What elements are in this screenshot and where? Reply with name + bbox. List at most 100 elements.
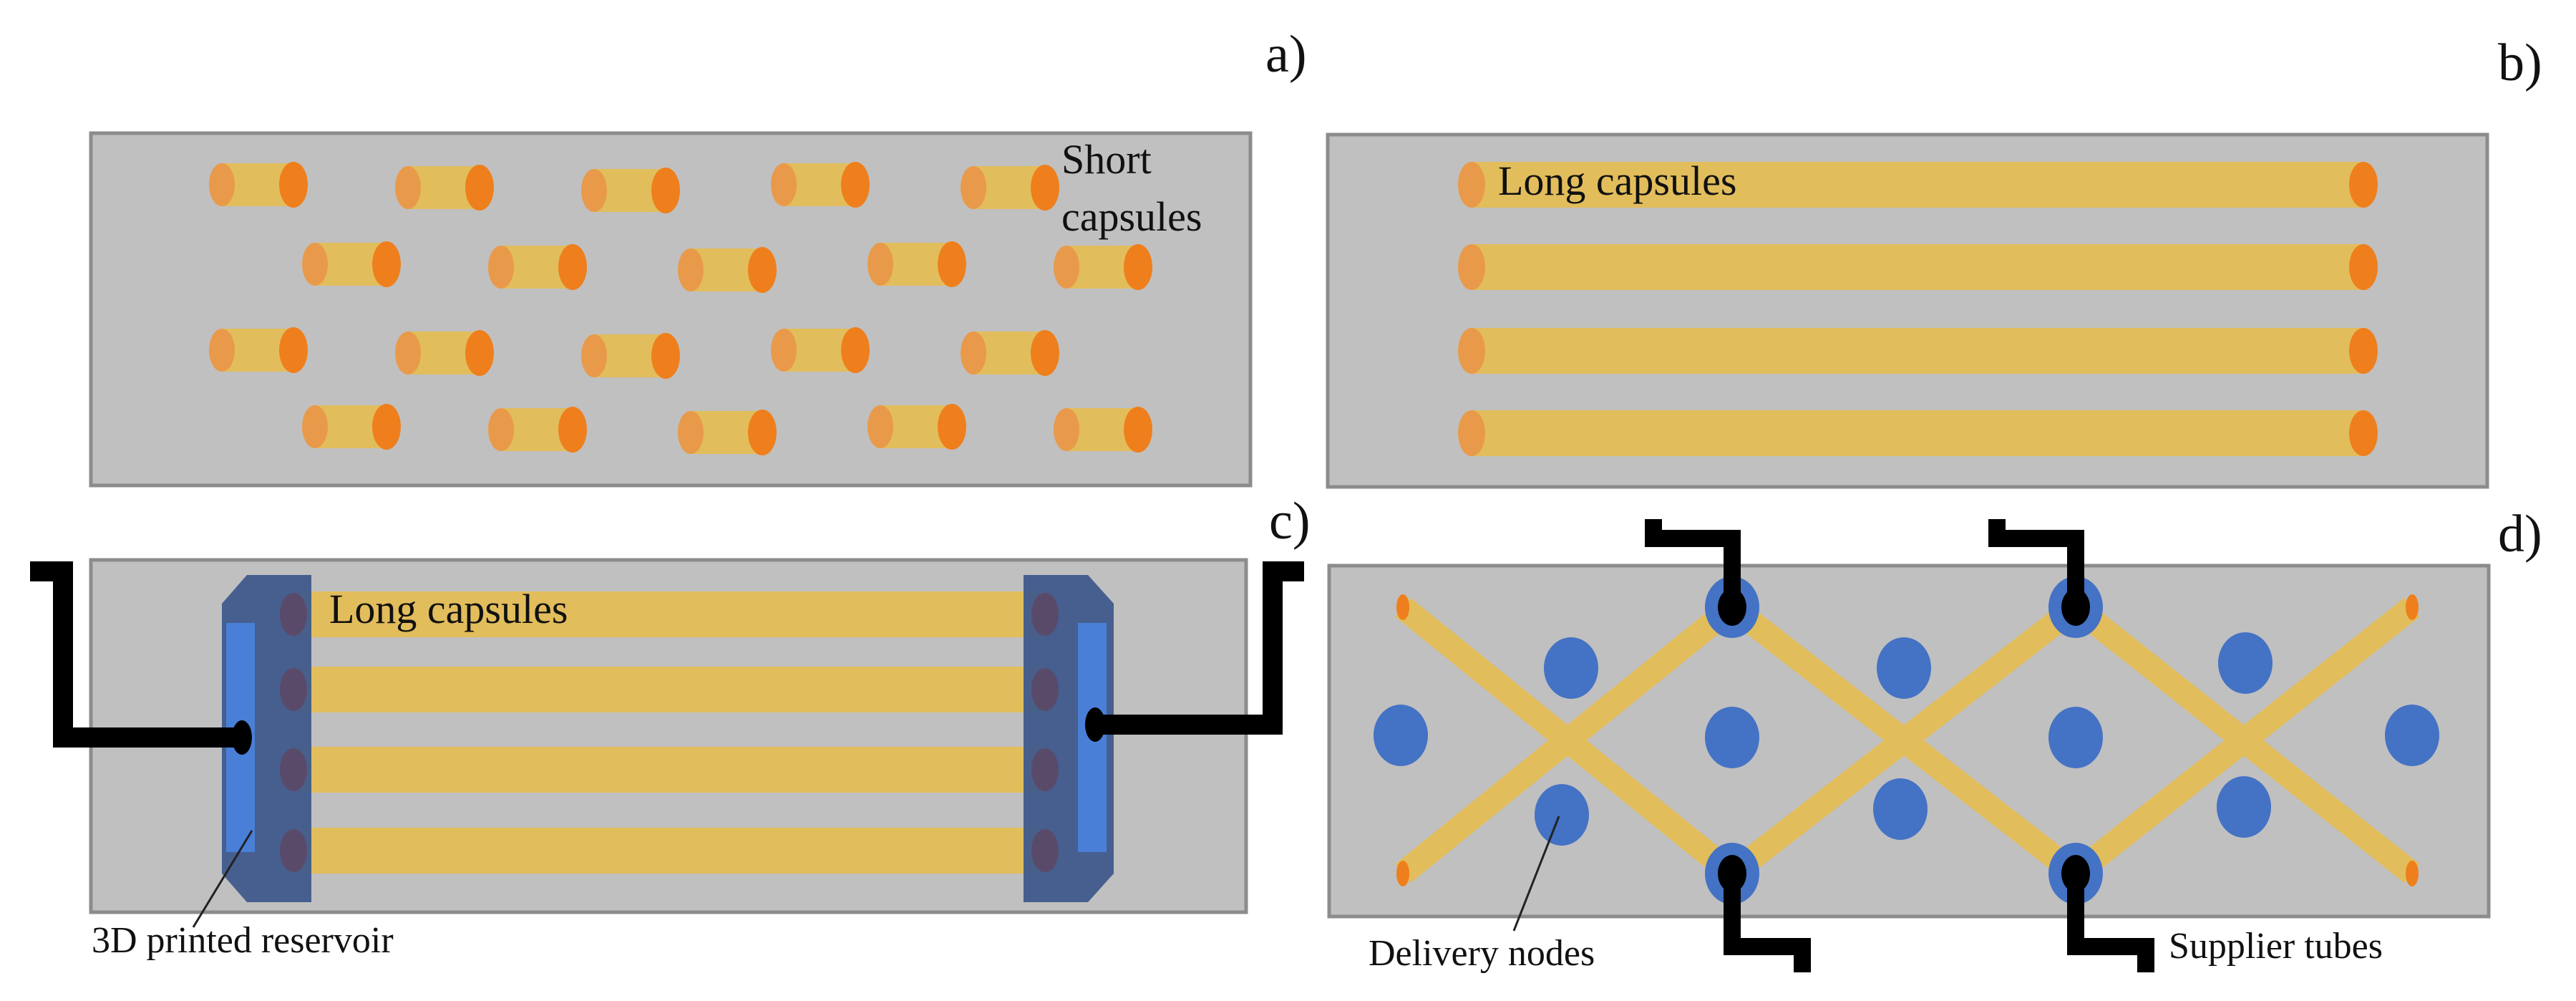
short-capsule-cap-right bbox=[651, 168, 680, 213]
left-supply-tube bbox=[30, 561, 242, 748]
short-capsule-cap-left bbox=[209, 329, 235, 372]
short-capsule-cap-left bbox=[488, 246, 514, 289]
short-capsule-cap-right bbox=[558, 407, 587, 453]
network-channel bbox=[2068, 597, 2420, 884]
supplier-tubes-label: Supplier tubes bbox=[2169, 926, 2383, 967]
network-channel-end bbox=[2406, 594, 2419, 620]
short-capsule-cap-left bbox=[581, 334, 607, 377]
short-capsule-cap-left bbox=[867, 243, 893, 286]
delivery-node bbox=[2385, 705, 2439, 766]
supplier-tube-top-end bbox=[1718, 589, 1746, 626]
delivery-nodes-label: Delivery nodes bbox=[1369, 933, 1595, 974]
long-capsule-cap-right bbox=[2349, 410, 2378, 456]
delivery-node bbox=[1535, 784, 1589, 846]
network-channel-end bbox=[2406, 861, 2419, 886]
short-capsule-cap-right bbox=[651, 333, 680, 379]
short-capsule-cap-left bbox=[867, 405, 893, 448]
reservoir-port-right bbox=[1031, 748, 1059, 791]
network-channel bbox=[1724, 597, 2084, 884]
long-capsule-cap-left bbox=[1458, 162, 1485, 208]
panel-c: Long capsules 3D printed reservoir c) bbox=[30, 492, 1311, 961]
short-capsule-cap-left bbox=[302, 405, 328, 448]
short-capsule-cap-right bbox=[1124, 244, 1152, 290]
short-capsule-cap-right bbox=[558, 244, 587, 290]
reservoir-port-right bbox=[1031, 829, 1059, 872]
nodes-pointer-line bbox=[1512, 816, 1560, 932]
short-capsule-cap-left bbox=[1054, 246, 1079, 289]
reservoir-port-left bbox=[280, 748, 307, 791]
supplier-tubes-group bbox=[1645, 519, 2154, 972]
short-capsule-cap-right bbox=[841, 327, 870, 373]
short-capsules-label-line2: capsules bbox=[1061, 193, 1202, 240]
short-capsule-cap-right bbox=[372, 241, 401, 287]
supplier-tube-bottom bbox=[2067, 874, 2154, 972]
reservoir-port-right bbox=[1031, 668, 1059, 711]
long-capsule-body bbox=[1472, 244, 2363, 290]
network-channels bbox=[1395, 594, 2420, 886]
long-capsule-body bbox=[1472, 410, 2363, 456]
network-channel-end bbox=[1396, 861, 1409, 886]
panel-a: a) Short capsules bbox=[89, 25, 1307, 488]
reservoir-capsule-body bbox=[293, 591, 1045, 637]
delivery-node bbox=[2218, 632, 2273, 694]
reservoir-port-left bbox=[280, 593, 307, 636]
reservoir-capsule-body bbox=[293, 747, 1045, 793]
panel-c-letter: c) bbox=[1269, 492, 1311, 551]
supplier-tube-bottom-end bbox=[1718, 855, 1746, 892]
reservoir-capsule-body bbox=[293, 667, 1045, 712]
panel-b-letter: b) bbox=[2498, 34, 2542, 92]
panel-d-letter: d) bbox=[2498, 505, 2542, 564]
short-capsule-cap-left bbox=[488, 408, 514, 451]
supplier-tube-top bbox=[1988, 519, 2084, 607]
short-capsules-label-line1: Short bbox=[1061, 136, 1152, 183]
long-capsule-body bbox=[1472, 162, 2363, 208]
short-capsule-cap-right bbox=[465, 330, 494, 376]
long-capsule-cap-right bbox=[2349, 328, 2378, 374]
short-capsule-cap-left bbox=[678, 411, 704, 454]
right-supply-tube bbox=[1095, 561, 1304, 735]
long-capsule-cap-right bbox=[2349, 162, 2378, 208]
short-capsule-cap-right bbox=[938, 404, 966, 450]
reservoir-ports bbox=[280, 593, 1059, 872]
long-capsule-cap-left bbox=[1458, 328, 1485, 374]
reservoir-pointer-line bbox=[192, 830, 253, 928]
short-capsule-cap-left bbox=[1054, 408, 1079, 451]
supplier-tube-bottom-end bbox=[2061, 855, 2090, 892]
long-capsules-group bbox=[1458, 162, 2378, 456]
delivery-node bbox=[1544, 637, 1598, 699]
short-capsule-cap-right bbox=[1031, 330, 1059, 376]
short-capsules-group bbox=[209, 162, 1152, 455]
delivery-node bbox=[1873, 778, 1928, 840]
short-capsule-cap-right bbox=[1031, 165, 1059, 211]
short-capsule-cap-right bbox=[748, 247, 777, 293]
delivery-node bbox=[1374, 705, 1428, 766]
reservoir-port-left bbox=[280, 829, 307, 872]
reservoir-capsule-body bbox=[293, 828, 1045, 874]
left-tube-end bbox=[232, 720, 252, 755]
right-tube-end bbox=[1085, 707, 1105, 742]
short-capsule-cap-right bbox=[748, 410, 777, 455]
panel-b: Long capsules b) bbox=[1326, 34, 2542, 489]
reservoir-long-capsules-label: Long capsules bbox=[329, 586, 568, 632]
delivery-node bbox=[1877, 637, 1931, 699]
short-capsule-cap-right bbox=[841, 162, 870, 208]
short-capsule-cap-right bbox=[1124, 407, 1152, 453]
short-capsule-cap-right bbox=[465, 165, 494, 211]
delivery-node bbox=[2048, 707, 2103, 768]
supplier-tube-top-end bbox=[2061, 589, 2090, 626]
short-capsule-cap-left bbox=[771, 163, 797, 206]
reservoir-label: 3D printed reservoir bbox=[92, 920, 394, 961]
short-capsule-cap-right bbox=[938, 241, 966, 287]
delivery-node bbox=[2217, 776, 2271, 838]
short-capsule-cap-left bbox=[209, 163, 235, 206]
long-capsules-label: Long capsules bbox=[1498, 158, 1736, 204]
short-capsule-cap-left bbox=[678, 248, 704, 291]
short-capsule-cap-left bbox=[771, 329, 797, 372]
short-capsule-cap-right bbox=[279, 327, 308, 373]
short-capsule-cap-left bbox=[395, 332, 421, 374]
panel-a-letter: a) bbox=[1265, 25, 1307, 84]
short-capsule-cap-left bbox=[581, 169, 607, 212]
delivery-node bbox=[1705, 707, 1759, 768]
long-capsule-cap-left bbox=[1458, 410, 1485, 456]
